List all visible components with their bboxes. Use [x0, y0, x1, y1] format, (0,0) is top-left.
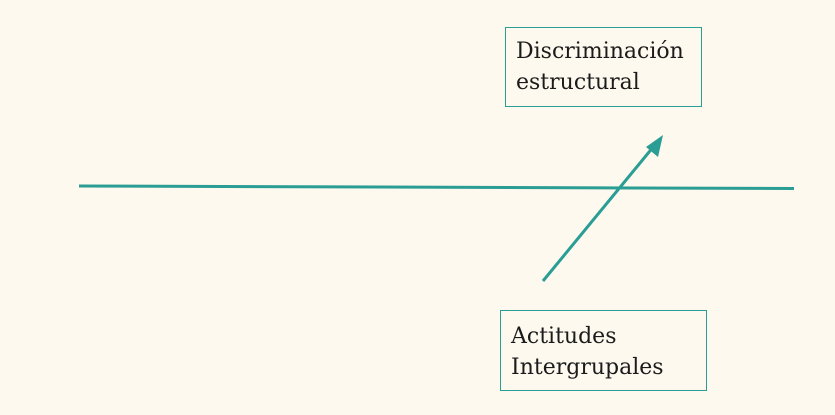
- node-discriminacion-estructural: Discriminación estructural: [505, 27, 702, 107]
- horizontal-divider-line: [78, 184, 795, 190]
- node-actitudes-intergrupales: Actitudes Intergrupales: [500, 310, 707, 391]
- node-bottom-line-2: Intergrupales: [511, 355, 664, 380]
- arrowhead-icon: [646, 135, 663, 157]
- node-top-line-1: Discriminación: [516, 39, 684, 64]
- node-bottom-line-1: Actitudes: [511, 324, 617, 349]
- node-top-line-2: estructural: [516, 70, 640, 95]
- influence-arrow: [541, 145, 656, 282]
